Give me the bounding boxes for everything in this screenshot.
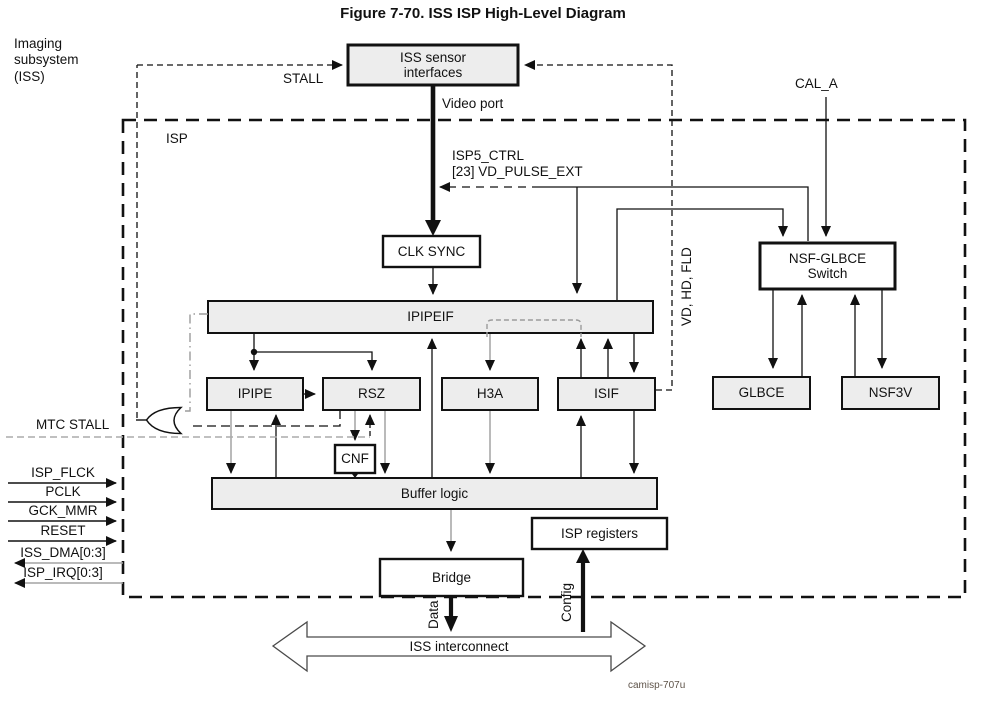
iss-interconnect-arrow	[271, 620, 647, 673]
cnf-box	[333, 443, 377, 475]
nsf-glbce-switch-box	[758, 241, 897, 291]
stall-label: STALL	[283, 71, 324, 86]
or-gate	[145, 406, 183, 435]
rsz-label: RSZ	[358, 386, 385, 402]
ipipe-box	[206, 377, 304, 411]
cal-a-label: CAL_A	[795, 76, 838, 91]
isp-boundary	[121, 118, 967, 599]
iss-sensor-interfaces-label: ISS sensor interfaces	[399, 49, 467, 80]
glbce-box	[712, 376, 811, 410]
mtc-stall-label: MTC STALL	[36, 417, 110, 432]
h3a-label: H3A	[476, 386, 504, 402]
bridge-box	[378, 557, 525, 598]
glbce-label: GLBCE	[738, 385, 785, 401]
imaging-subsystem-label: Imaging subsystem (ISS)	[14, 36, 79, 84]
config-label: Config	[559, 582, 574, 622]
isif-label: ISIF	[594, 386, 619, 402]
ipipe-label: IPIPE	[237, 386, 273, 402]
rsz-box	[322, 377, 421, 411]
isp5-ctrl-label: ISP5_CTRL [23] VD_PULSE_EXT	[452, 148, 583, 180]
config-arrowhead	[576, 549, 590, 563]
data-arrowhead	[444, 616, 458, 632]
pclk-label: PCLK	[45, 484, 81, 499]
ipipeif-to-gate-wire	[184, 313, 208, 412]
clk-sync-box	[381, 234, 482, 269]
figure-watermark: camisp-707u	[628, 680, 686, 691]
isif-box	[557, 377, 656, 411]
vd-hd-fld-label: VD, HD, FLD	[679, 247, 694, 326]
bridge-label: Bridge	[431, 569, 472, 585]
nsf3v-box	[841, 376, 940, 410]
iss-sensor-interfaces-box	[346, 43, 520, 87]
isp-flck-label: ISP_FLCK	[31, 465, 95, 480]
video-port-arrowhead	[425, 220, 441, 236]
ipipeif-to-rsz-wire	[254, 351, 377, 371]
buffer-logic-label: Buffer logic	[400, 485, 469, 501]
cnf-label: CNF	[341, 451, 369, 467]
isif-to-sensor-wire	[524, 60, 673, 391]
ipipeif-label: IPIPEIF	[407, 309, 454, 325]
reset-label: RESET	[40, 523, 86, 538]
switch-sync-wire-a	[540, 186, 809, 241]
ipipeif-box	[207, 300, 654, 334]
isp-registers-box	[530, 516, 669, 551]
isp-registers-label: ISP registers	[560, 525, 639, 541]
rsz-to-gate-wire	[188, 410, 341, 427]
ipipeif-to-switch-wire	[616, 208, 788, 301]
h3a-box	[441, 377, 539, 411]
data-label: Data	[426, 600, 441, 629]
isp-irq-label: ISP_IRQ[0:3]	[23, 565, 103, 580]
nsf-glbce-switch-label: NSF-GLBCE Switch	[788, 250, 867, 281]
buffer-logic-box	[211, 477, 658, 510]
video-port-label: Video port	[442, 96, 504, 111]
isp-region-label: ISP	[166, 131, 188, 146]
clk-sync-label: CLK SYNC	[397, 243, 466, 259]
gck-mmr-label: GCK_MMR	[28, 503, 98, 518]
junction-dot	[250, 348, 258, 356]
iss-interconnect-label: ISS interconnect	[409, 638, 509, 654]
nsf3v-label: NSF3V	[868, 385, 913, 401]
iss-dma-label: ISS_DMA[0:3]	[20, 545, 106, 560]
figure-title: Figure 7-70. ISS ISP High-Level Diagram	[340, 5, 626, 22]
